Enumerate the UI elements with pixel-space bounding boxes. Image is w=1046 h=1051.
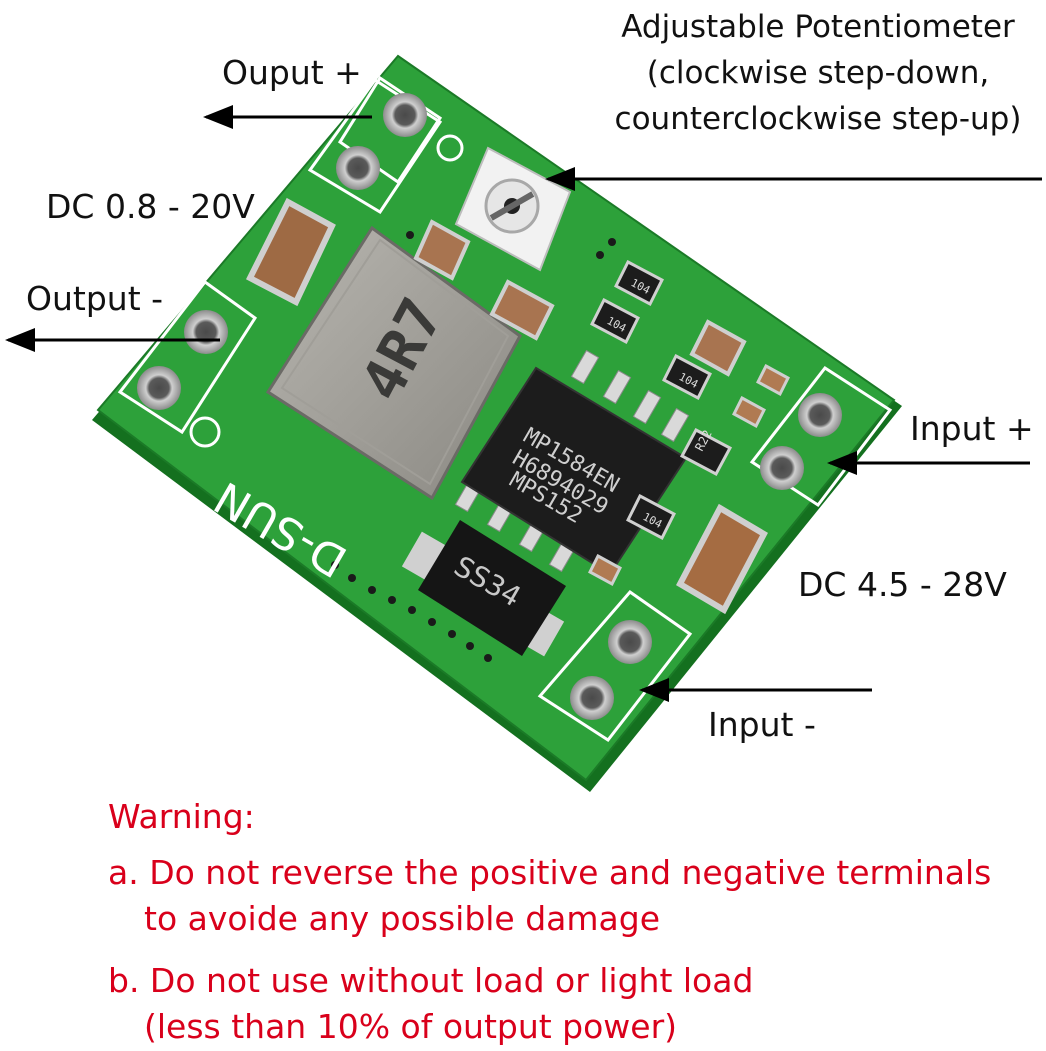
small-capacitor-2 — [689, 319, 747, 377]
potentiometer — [454, 146, 572, 272]
input-minus-pad — [608, 620, 652, 664]
input-voltage-label: DC 4.5 - 28V — [798, 565, 1007, 604]
input-minus-label: Input - — [708, 705, 816, 744]
output-plus-pad-2 — [336, 146, 380, 190]
input-minus-pad-2 — [570, 676, 614, 720]
output-minus-label: Output - — [26, 279, 164, 318]
warning-item-a-line-2: to avoide any possible damage — [144, 899, 661, 938]
warning-item-b-line-1: b. Do not use without load or light load — [108, 961, 754, 1000]
input-terminal-box — [749, 365, 893, 508]
resistor-1: 104 — [614, 259, 664, 307]
warning-title: Warning: — [108, 797, 255, 836]
potentiometer-label-line-2: (clockwise step-down, — [646, 55, 990, 91]
output-voltage-label: DC 0.8 - 20V — [46, 187, 255, 226]
plus-symbol-circle — [436, 134, 464, 162]
output-plus-label: Ouput + — [222, 53, 362, 92]
small-capacitor-1 — [413, 219, 471, 281]
small-smd-1 — [588, 363, 790, 587]
output-minus-pad — [184, 310, 228, 354]
output-minus-pad-2 — [137, 366, 181, 410]
output-minus-terminal-box — [117, 279, 258, 435]
input-plus-pad-2 — [760, 446, 804, 490]
input-capacitor — [676, 503, 768, 615]
diode: SS34 — [401, 520, 566, 657]
warning-item-a-line-1: a. Do not reverse the positive and negat… — [108, 853, 992, 892]
potentiometer-label-line-3: counterclockwise step-up) — [614, 101, 1022, 137]
callout-arrows — [5, 105, 1042, 702]
potentiometer-label-line-1: Adjustable Potentiometer — [621, 9, 1015, 45]
warning-item-b-line-2: (less than 10% of output power) — [144, 1007, 678, 1046]
inductor: 4R7 — [265, 225, 522, 501]
resistor-5: R22 — [679, 428, 733, 477]
input-minus-terminal-box — [537, 589, 693, 743]
potentiometer-label: Adjustable Potentiometer (clockwise step… — [590, 4, 1046, 142]
output-capacitor — [245, 197, 336, 307]
resistor-2: 104 — [590, 297, 640, 345]
via-row — [331, 231, 616, 662]
resistor-4: 104 — [626, 493, 676, 541]
minus-symbol-circle — [189, 416, 221, 448]
input-plus-label: Input + — [910, 409, 1034, 448]
resistor-3: 104 — [662, 353, 712, 401]
small-capacitor-3 — [489, 279, 555, 341]
input-plus-pad — [798, 393, 842, 437]
output-plus-pad — [383, 93, 427, 137]
pcb-board: 4R7 MP1584EN H6894029 MPS152 — [92, 54, 902, 792]
